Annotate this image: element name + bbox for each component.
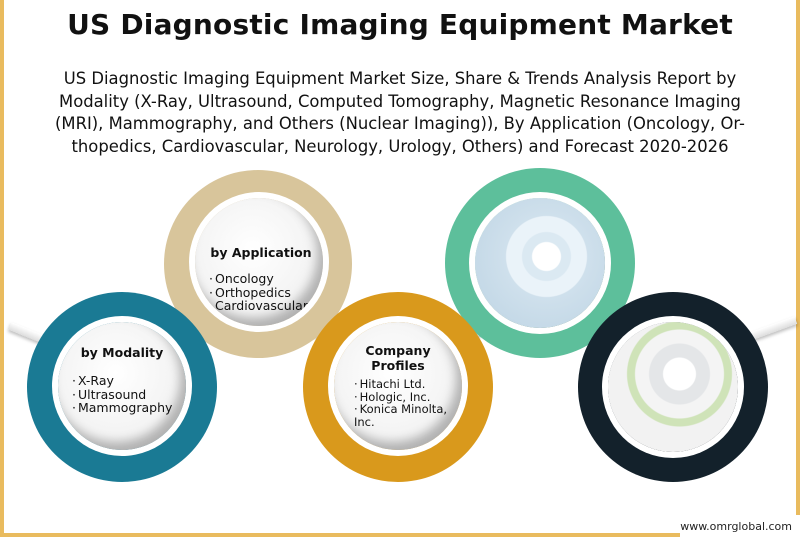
title-line: Profiles (371, 358, 425, 373)
mri-scanner-photo-icon (608, 322, 738, 452)
modality-title: by Modality (80, 345, 164, 360)
application-circle: by Application Oncology Orthopedics Card… (195, 198, 323, 326)
subtitle-line: US Diagnostic Imaging Equipment Market S… (63, 69, 737, 88)
list-item: Oncology (209, 272, 308, 286)
list-item: Ultrasound (72, 387, 172, 402)
list-item: Hitachi Ltd. (354, 378, 447, 391)
report-subtitle: US Diagnostic Imaging Equipment Market S… (30, 68, 770, 158)
subtitle-line: thopedics, Cardiovascular, Neurology, Ur… (71, 136, 729, 156)
list-item: X-Ray (72, 374, 172, 388)
application-list: Oncology Orthopedics Cardiovascular (209, 272, 308, 313)
list-item-continuation: Inc. (354, 414, 375, 429)
list-item: Konica Minolta, (354, 403, 447, 416)
subtitle-line: (MRI), Mammography, and Others (Nuclear … (55, 114, 745, 133)
companies-circle: Company Profiles Hitachi Ltd. Hologic, I… (334, 322, 462, 450)
list-item: Cardiovascular (209, 299, 308, 313)
application-title: by Application (210, 245, 312, 260)
frame-border-left (0, 0, 4, 535)
mri-room-photo-icon (475, 198, 605, 328)
list-item: Hologic, Inc. (354, 390, 447, 404)
frame-border-bottom (0, 533, 680, 537)
list-item: Mammography (72, 401, 172, 415)
website-url[interactable]: www.omrglobal.com (680, 520, 792, 533)
frame-border-right (796, 0, 800, 515)
page-title: US Diagnostic Imaging Equipment Market (67, 8, 733, 41)
list-item: Orthopedics (209, 285, 308, 300)
companies-title: Company Profiles (334, 343, 462, 373)
modality-list: X-Ray Ultrasound Mammography (72, 374, 172, 415)
modality-circle: by Modality X-Ray Ultrasound Mammography (58, 322, 186, 450)
companies-list: Hitachi Ltd. Hologic, Inc. Konica Minolt… (354, 378, 447, 428)
title-line: Company (365, 343, 431, 358)
subtitle-line: Modality (X-Ray, Ultrasound, Computed To… (59, 91, 741, 111)
